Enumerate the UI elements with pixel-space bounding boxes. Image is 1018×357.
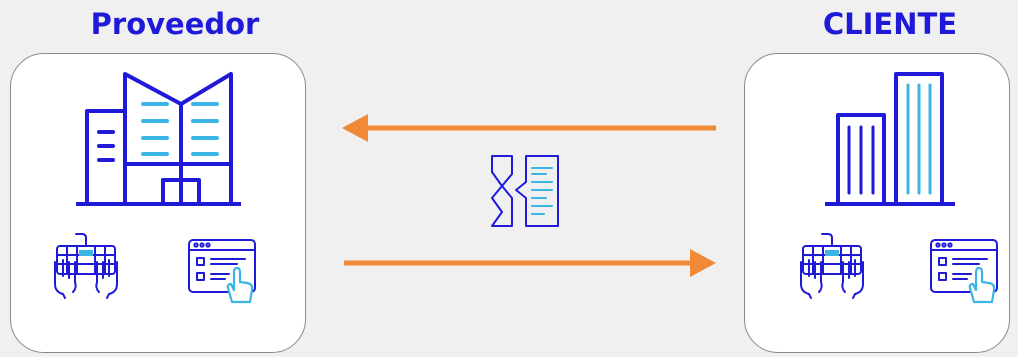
client-title: CLIENTE (822, 7, 958, 41)
keyboard-hands-icon (54, 233, 118, 299)
arrow-left-icon (342, 114, 716, 142)
keyboard-hands-icon (800, 233, 864, 299)
form-click-icon (930, 239, 998, 304)
provider-building-icon (76, 72, 241, 206)
document-exchange-icon (491, 155, 559, 227)
arrow-right-icon (344, 249, 716, 277)
client-building-icon (825, 72, 955, 206)
provider-title: Proveedor (90, 7, 260, 41)
client-card (744, 53, 1010, 353)
provider-card (10, 53, 306, 353)
form-click-icon (188, 239, 256, 304)
